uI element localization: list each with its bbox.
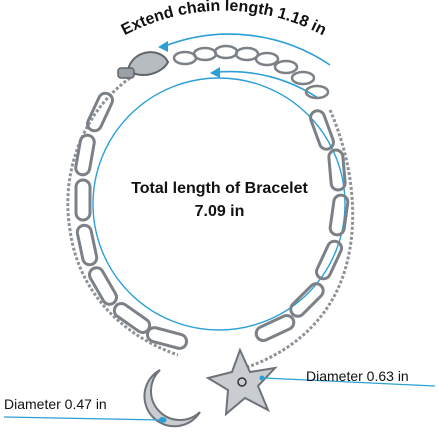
extension-chain <box>172 44 330 100</box>
star-pointer <box>263 377 436 387</box>
paperclip-chain <box>74 91 350 350</box>
total-length-title: Total length of Bracelet <box>131 180 308 197</box>
star-charm-icon <box>205 347 278 417</box>
fine-chain <box>66 76 179 357</box>
inner-arrow-icon <box>210 67 319 99</box>
moon-pointer <box>3 416 165 423</box>
clasp-icon <box>117 51 170 79</box>
extend-chain-label: Extend chain length 1.18 in <box>119 0 329 39</box>
moon-diameter-label: Diameter 0.47 in <box>4 396 107 412</box>
star-diameter-label: Diameter 0.63 in <box>306 368 409 384</box>
extend-arrow-icon <box>158 33 331 66</box>
total-length-value: 7.09 in <box>194 203 245 220</box>
bracelet-diameter-circle <box>92 77 346 331</box>
fine-chain-right <box>237 109 355 372</box>
moon-charm-icon <box>143 369 201 428</box>
